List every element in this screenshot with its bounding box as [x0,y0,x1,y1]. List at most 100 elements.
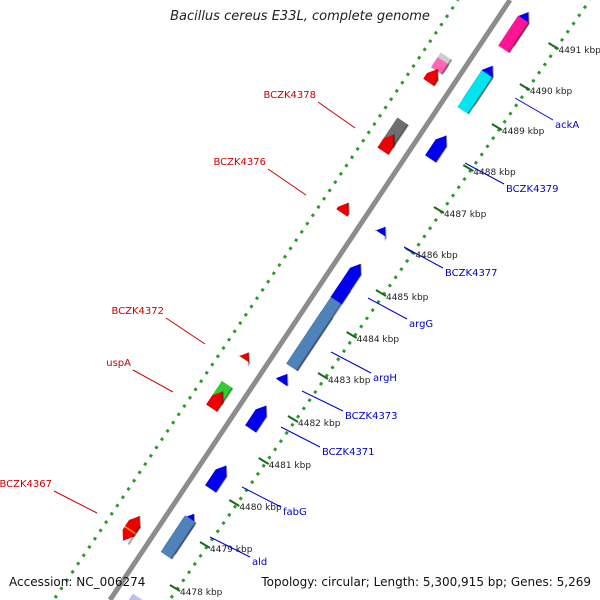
dotted-guides [53,0,592,599]
backbone-line [107,0,513,600]
accession-label: Accession: NC_006274 [9,575,146,589]
forward-label: BCZK4371 [322,447,375,458]
tick-mark [519,83,531,91]
leader-line [209,536,251,558]
reverse-label: BCZK4378 [263,90,316,101]
feature-bczk4373-shadow [286,373,289,387]
tick-mark [317,372,329,380]
feature-bczk4367-b [122,527,136,541]
tick-mark [375,289,387,297]
tick-label: 4485 kbp [386,293,429,303]
feature-bczk4371-shadow [255,405,268,434]
forward-label: ackA [555,120,579,131]
genome-title: Bacillus cereus E33L, complete genome [170,9,430,24]
tick-mark [199,541,211,549]
feature-pink-shadow [440,63,450,75]
feature-uspA [206,391,223,412]
tick-label: 4487 kbp [444,210,487,220]
feature-bczk4372-shadow [247,352,251,367]
forward-label: ald [252,557,267,568]
tick-label: 4482 kbp [298,419,341,429]
tick-label: 4491 kbp [558,46,600,56]
feature-bczk4367-shadow [135,516,141,534]
genome-summary: Topology: circular; Length: 5,300,915 bp… [261,575,591,589]
forward-label: fabG [283,507,307,518]
feature-bczk4377-shadow [384,226,388,242]
tick-mark [228,499,240,507]
feature-bczk4377 [374,226,387,238]
backbone [107,0,513,600]
gene-labels: aldfabGBCZK4371BCZK4373argHargGBCZK4377B… [0,90,579,568]
feature-bczk4377-a [330,263,361,305]
feature-lavender [128,593,143,600]
leader-line [241,486,282,508]
outer-dotted-line [53,0,460,599]
leader-line [367,297,408,320]
feature-bczk4372 [238,352,250,364]
tick-mark [258,457,270,465]
tick-mark [491,123,503,131]
forward-label: BCZK4379 [506,184,559,195]
inner-dotted-line [169,0,592,599]
forward-label: BCZK4377 [445,268,498,279]
forward-label: argG [409,319,433,330]
feature-bczk4373 [276,374,288,386]
feature-ackA-shadow [467,76,494,115]
tick-mark [433,206,445,214]
leader-line [514,97,554,121]
tick-label: 4480 kbp [239,503,282,513]
feature-bczk4378-gray-shadow [391,124,410,149]
tick-label: 4489 kbp [502,127,545,137]
feature-argG [286,283,351,371]
tick-label: 4486 kbp [415,251,458,261]
leader-line [403,246,444,269]
tick-mark [547,42,559,50]
feature-top-red [423,69,438,87]
tick-marks: 4478 kbp 4479 kbp 4480 kbp 4481 kbp 4482 kbp… [169,42,600,598]
leader-line [330,351,372,374]
features [122,12,530,600]
forward-label: BCZK4373 [345,411,398,422]
feature-top-red-shadow [433,69,439,87]
tick-label: 4488 kbp [473,168,516,178]
feature-bczk4376-shadow [346,202,350,217]
feature-bczk4367-b-shadow [127,533,136,545]
feature-uspA-green-shadow [220,387,234,406]
reverse-label: BCZK4376 [213,157,266,168]
feature-ackA [457,70,493,115]
leader-line [317,101,356,129]
tick-label: 4479 kbp [210,545,253,555]
leader-line [53,490,98,514]
feature-bczk4379-shadow [435,135,448,164]
feature-bczk4377-a-shadow [340,263,362,305]
feature-lightgray-shadow [441,59,453,74]
tick-label: 4484 kbp [357,335,400,345]
tick-label: 4481 kbp [269,461,312,471]
feature-bczk4371 [245,405,267,433]
feature-bczk4378-shadow [387,134,396,156]
feature-bczk4378 [377,134,395,155]
tick-mark [462,164,474,172]
tick-label: 4478 kbp [180,588,223,598]
feature-uspA-shadow [216,391,225,413]
feature-top-magenta-shadow [508,22,530,54]
leader-line [464,162,505,185]
reverse-label: BCZK4372 [111,306,164,317]
leader-line [267,168,307,196]
feature-argG-shadow [296,290,352,372]
leader-line [301,390,344,412]
feature-fabG [205,465,227,493]
tick-mark [287,415,299,423]
leader-line [165,317,206,345]
forward-label: argH [373,373,397,384]
leader-line [280,426,321,448]
feature-top-magenta [498,15,529,53]
tick-mark [169,584,181,592]
feature-bczk4379 [425,135,447,163]
feature-ald-shadow [170,521,197,560]
reverse-label: BCZK4367 [0,479,52,490]
tick-mark [346,331,358,339]
reverse-label: uspA [106,358,131,369]
